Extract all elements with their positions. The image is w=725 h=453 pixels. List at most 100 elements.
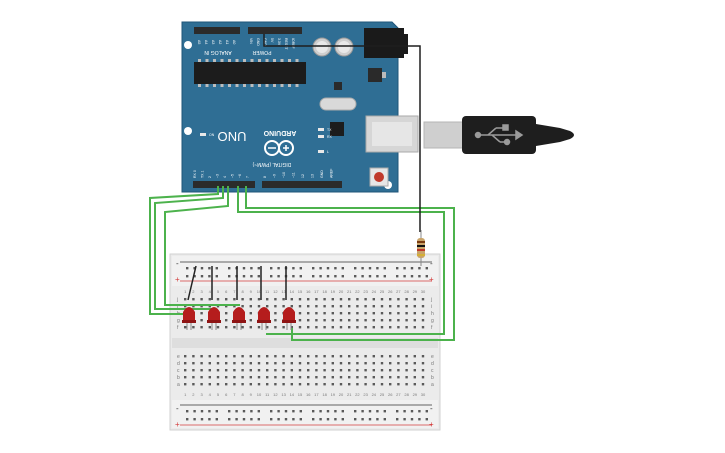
rail-hole[interactable] [396, 410, 399, 413]
terminal-hole[interactable] [364, 376, 367, 379]
terminal-hole[interactable] [331, 326, 334, 329]
rail-hole[interactable] [354, 418, 357, 421]
terminal-hole[interactable] [405, 355, 408, 358]
terminal-hole[interactable] [298, 319, 302, 322]
rail-hole[interactable] [215, 418, 218, 421]
terminal-hole[interactable] [389, 369, 392, 372]
terminal-hole[interactable] [307, 376, 310, 379]
terminal-hole[interactable] [364, 305, 367, 308]
terminal-hole[interactable] [331, 362, 334, 365]
terminal-hole[interactable] [323, 298, 326, 301]
terminal-hole[interactable] [208, 298, 211, 301]
terminal-hole[interactable] [389, 383, 392, 386]
rail-hole[interactable] [312, 418, 315, 421]
terminal-hole[interactable] [348, 319, 351, 322]
terminal-hole[interactable] [397, 305, 400, 308]
rail-hole[interactable] [334, 267, 337, 270]
rail-hole[interactable] [257, 418, 260, 421]
rail-hole[interactable] [410, 275, 414, 278]
rail-hole[interactable] [425, 267, 428, 270]
terminal-hole[interactable] [380, 326, 384, 329]
terminal-hole[interactable] [290, 305, 293, 308]
terminal-hole[interactable] [208, 376, 211, 379]
terminal-hole[interactable] [380, 376, 384, 379]
terminal-hole[interactable] [282, 362, 285, 365]
rail-hole[interactable] [277, 267, 280, 270]
wire-pin-to-led2[interactable] [154, 186, 224, 310]
terminal-hole[interactable] [257, 362, 261, 365]
terminal-hole[interactable] [413, 305, 416, 308]
rail-hole[interactable] [242, 275, 246, 278]
terminal-hole[interactable] [315, 312, 318, 315]
terminal-hole[interactable] [184, 376, 187, 379]
terminal-hole[interactable] [200, 376, 203, 379]
terminal-hole[interactable] [266, 383, 269, 386]
terminal-hole[interactable] [200, 326, 203, 329]
terminal-hole[interactable] [421, 298, 425, 301]
terminal-hole[interactable] [257, 383, 261, 386]
terminal-hole[interactable] [380, 355, 384, 358]
terminal-hole[interactable] [225, 369, 228, 372]
terminal-hole[interactable] [208, 355, 211, 358]
terminal-hole[interactable] [331, 305, 334, 308]
wire-gnd-to-resistor[interactable] [263, 34, 421, 232]
terminal-hole[interactable] [200, 305, 203, 308]
terminal-hole[interactable] [405, 362, 408, 365]
terminal-hole[interactable] [421, 319, 425, 322]
terminal-hole[interactable] [233, 376, 236, 379]
bottom-terminal-holes[interactable] [184, 355, 425, 386]
terminal-hole[interactable] [397, 319, 400, 322]
terminal-hole[interactable] [257, 298, 261, 301]
terminal-hole[interactable] [200, 298, 203, 301]
terminal-hole[interactable] [356, 298, 359, 301]
usb-cable[interactable] [423, 116, 574, 154]
terminal-hole[interactable] [184, 305, 187, 308]
rail-hole[interactable] [341, 275, 344, 278]
rail-hole[interactable] [292, 267, 295, 270]
terminal-hole[interactable] [249, 298, 252, 301]
terminal-hole[interactable] [249, 355, 252, 358]
terminal-hole[interactable] [241, 305, 244, 308]
terminal-hole[interactable] [364, 369, 367, 372]
terminal-hole[interactable] [192, 305, 195, 308]
terminal-hole[interactable] [307, 369, 310, 372]
terminal-hole[interactable] [413, 362, 416, 365]
terminal-hole[interactable] [257, 376, 261, 379]
terminal-hole[interactable] [208, 383, 211, 386]
red-led[interactable] [232, 307, 246, 330]
terminal-hole[interactable] [241, 383, 244, 386]
terminal-hole[interactable] [323, 383, 326, 386]
terminal-hole[interactable] [348, 369, 351, 372]
terminal-hole[interactable] [249, 383, 252, 386]
rail-hole[interactable] [228, 267, 231, 270]
terminal-hole[interactable] [216, 326, 220, 329]
terminal-hole[interactable] [315, 383, 318, 386]
rail-hole[interactable] [383, 267, 386, 270]
terminal-hole[interactable] [372, 362, 375, 365]
rail-hole[interactable] [334, 275, 337, 278]
rail-hole[interactable] [257, 410, 260, 413]
terminal-hole[interactable] [298, 326, 302, 329]
terminal-hole[interactable] [380, 312, 384, 315]
rail-hole[interactable] [368, 410, 372, 413]
terminal-hole[interactable] [348, 362, 351, 365]
terminal-hole[interactable] [356, 355, 359, 358]
terminal-hole[interactable] [266, 326, 269, 329]
terminal-hole[interactable] [257, 305, 261, 308]
terminal-hole[interactable] [249, 312, 252, 315]
terminal-hole[interactable] [225, 305, 228, 308]
rail-hole[interactable] [425, 275, 428, 278]
rail-hole[interactable] [208, 267, 211, 270]
terminal-hole[interactable] [241, 369, 244, 372]
terminal-hole[interactable] [184, 383, 187, 386]
terminal-hole[interactable] [348, 383, 351, 386]
terminal-hole[interactable] [216, 355, 220, 358]
terminal-hole[interactable] [290, 383, 293, 386]
terminal-hole[interactable] [323, 305, 326, 308]
rail-hole[interactable] [235, 418, 238, 421]
terminal-hole[interactable] [290, 355, 293, 358]
terminal-hole[interactable] [405, 383, 408, 386]
terminal-hole[interactable] [356, 326, 359, 329]
terminal-hole[interactable] [364, 298, 367, 301]
